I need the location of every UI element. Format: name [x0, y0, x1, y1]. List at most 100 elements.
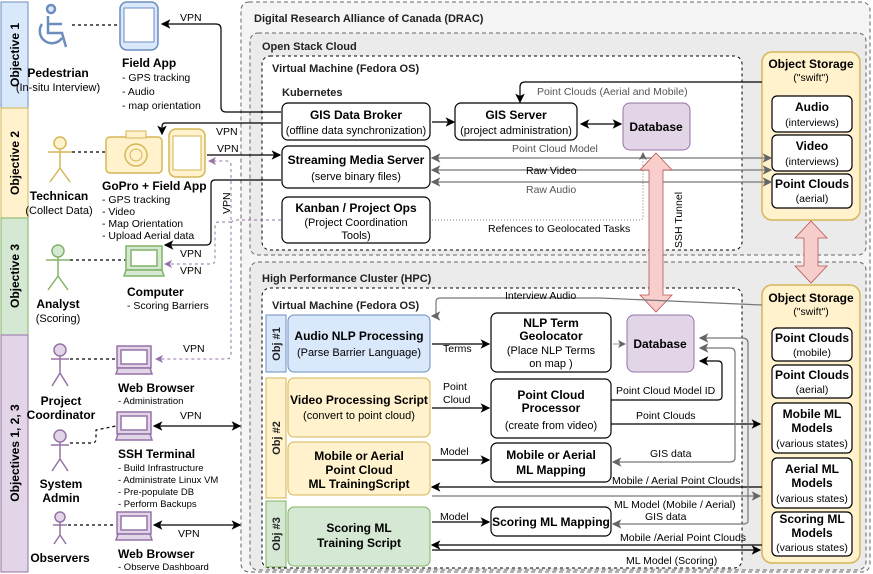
hpc-aerial-ml-title-1: Aerial ML	[785, 462, 839, 476]
nlp-term-geolocator: NLP Term Geolocator (Place NLP Terms on …	[490, 312, 612, 373]
analyst-name: Analyst	[36, 297, 79, 311]
observers-actor: Observers	[30, 511, 90, 565]
storage-audio-title: Audio	[795, 100, 829, 114]
hpc-scoring-ml-sub: (various states)	[776, 542, 848, 554]
monitor-icon	[114, 511, 154, 541]
scoring-ml-training-script: Scoring ML Training Script	[287, 506, 431, 567]
audio-nlp-processing: Audio NLP Processing (Parse Barrier Lang…	[287, 314, 431, 373]
gopro-item: - Video	[102, 206, 135, 218]
gopro-item: - Map Orientation	[102, 218, 183, 230]
hpc-pc-mobile-title: Point Clouds	[775, 331, 849, 345]
sysadmin-name-1: System	[40, 477, 83, 491]
ssh-terminal-title: SSH Terminal	[118, 447, 195, 461]
phone-icon	[168, 128, 206, 178]
sysadmin-name-2: Admin	[42, 491, 79, 505]
observers-name: Observers	[30, 551, 90, 565]
nlp-geo-sub-2: on map )	[529, 358, 572, 370]
audio-nlp-sub: (Parse Barrier Language)	[297, 347, 421, 359]
hpc-obj-bands: Obj #1 Obj #2 Obj #3	[265, 314, 287, 568]
streaming-media-server: Streaming Media Server (serve binary fil…	[281, 145, 431, 189]
vpn-label-1: VPN	[180, 12, 202, 24]
hpc-object-storage: Object Storage ("swift") Point Clouds (m…	[761, 284, 861, 564]
video-proc-title: Video Processing Script	[290, 393, 428, 407]
technician-actor: Technican (Collect Data)	[25, 136, 93, 217]
edge-pc-model-id	[611, 356, 723, 401]
gis-data-broker-sub: (offline data synchronization)	[286, 125, 426, 137]
nlp-geo-title-2: Geolocator	[519, 329, 583, 343]
openstack-database: Database	[622, 102, 691, 151]
hpc-storage-title: Object Storage	[768, 291, 854, 305]
person-icon	[53, 511, 67, 545]
gopro-device: GoPro + Field App - GPS tracking - Video…	[102, 128, 207, 242]
point-cloud-processor: Point Cloud Processor (create from video…	[490, 378, 612, 439]
label-model-1: Model	[440, 446, 469, 458]
computer-device: Computer - Scoring Barriers	[122, 245, 209, 312]
hpc-edges: Interview Audio Terms Point Cloud Point …	[430, 290, 763, 567]
tablet-icon	[119, 1, 159, 51]
ssh-terminal-item: - Pre-populate DB	[118, 487, 194, 498]
obj3-label: Obj #3	[271, 517, 283, 551]
field-app-item: - Audio	[122, 86, 155, 98]
sysadmin-actor: System Admin	[40, 429, 83, 505]
storage-pc-aerial-title: Point Clouds	[775, 177, 849, 191]
openstack-title: Open Stack Cloud	[262, 41, 357, 53]
ssh-tunnel-label: SSH Tunnel	[673, 192, 685, 248]
edge-gis-data-1	[611, 343, 736, 467]
openstack-object-storage: Object Storage ("swift") Audio (intervie…	[761, 51, 861, 221]
field-app-title: Field App	[122, 56, 176, 70]
edge-gopro-vpn	[157, 122, 281, 136]
ssh-terminal-item: - Perform Backups	[118, 499, 197, 510]
field-app-device: Field App - GPS tracking - Audio - map o…	[119, 1, 201, 112]
label-terms: Terms	[443, 343, 472, 355]
nlp-geo-title-1: NLP Term	[523, 316, 579, 330]
external-edges: VPN VPN VPN VPN VPN VPN VPN VPN VPN	[152, 12, 282, 540]
ml-mapping: Mobile or Aerial ML Mapping	[490, 442, 612, 483]
ssh-tunnel: SSH Tunnel	[639, 152, 828, 313]
hpc-mobile-ml-title-2: Models	[791, 421, 833, 435]
objective-3-band	[0, 217, 29, 336]
openstack-vm-title: Virtual Machine (Fedora OS)	[272, 63, 419, 75]
scoring-train-title-2: Training Script	[317, 536, 401, 550]
edge-computer-vpn	[163, 179, 281, 250]
openstack-edges: Point Clouds (Aerial and Mobile) Point C…	[430, 81, 773, 235]
ml-map-title-1: Mobile or Aerial	[506, 448, 596, 462]
ml-train-title-2: Point Cloud	[325, 463, 392, 477]
drac-title: Digital Research Alliance of Canada (DRA…	[254, 13, 484, 25]
openstack-storage-sub: ("swift")	[793, 72, 828, 84]
hpc-mobile-ml-title-1: Mobile ML	[783, 407, 842, 421]
pc-proc-title-1: Point Cloud	[517, 388, 584, 402]
obj1-label: Obj #1	[271, 327, 283, 361]
hpc-aerial-ml-title-2: Models	[791, 476, 833, 490]
label-point-cloud-2: Cloud	[443, 394, 471, 406]
label-interview-audio: Interview Audio	[505, 290, 576, 302]
label-raw-audio: Raw Audio	[526, 184, 576, 196]
label-model-2: Model	[440, 511, 469, 523]
field-app-item: - GPS tracking	[122, 72, 190, 84]
openstack-database-label: Database	[629, 120, 683, 134]
edge-kanban-browser	[155, 219, 281, 363]
scoring-train-title-1: Scoring ML	[326, 521, 391, 535]
objective-bands: Objective 1 Objective 2 Objective 3 Obje…	[0, 1, 29, 573]
technician-role: (Collect Data)	[25, 205, 92, 217]
kanban-sub-1: (Project Coordination	[304, 217, 407, 229]
person-icon	[51, 343, 69, 387]
gis-data-broker: GIS Data Broker (offline data synchroniz…	[281, 102, 431, 141]
label-ml-model-ma: ML Model (Mobile / Aerial)	[614, 499, 736, 511]
gis-server-title: GIS Server	[485, 108, 547, 122]
kanban-title: Kanban / Project Ops	[295, 201, 417, 215]
label-point-cloud-1: Point	[443, 381, 467, 393]
vpn-label-6: VPN	[180, 265, 202, 277]
edge-refs-tasks	[432, 152, 647, 221]
edge-gis-data-2	[611, 333, 749, 529]
kanban-sub-2: Tools)	[341, 230, 370, 242]
ssh-tunnel-arrow	[639, 152, 673, 313]
vpn-label-4: VPN	[180, 248, 202, 260]
label-pc-model-id: Point Cloud Model ID	[616, 385, 716, 397]
scoring-ml-mapping: Scoring ML Mapping	[490, 506, 612, 537]
objectives-123-label: Objectives 1, 2, 3	[8, 404, 22, 502]
web-browser-admin-title: Web Browser	[118, 381, 195, 395]
vpn-label-8: VPN	[180, 410, 202, 422]
video-proc-sub: (convert to point cloud)	[303, 410, 415, 422]
vpn-label-5: VPN	[221, 192, 233, 214]
